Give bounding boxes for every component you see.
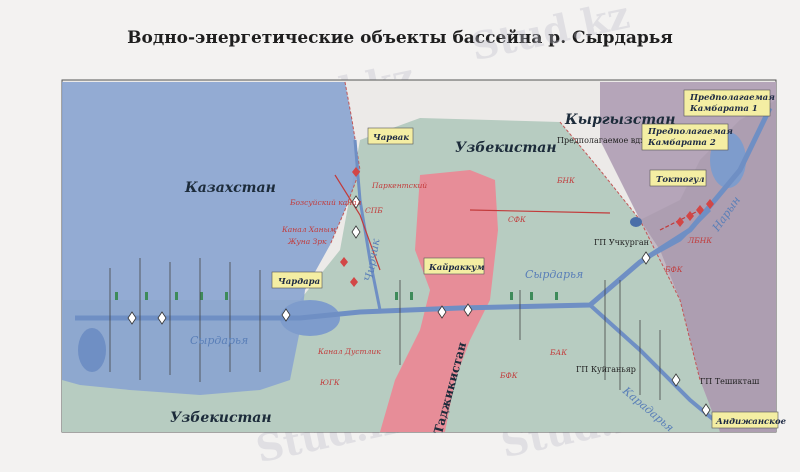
planned-reservoir-shape	[630, 217, 642, 227]
label-parkent-canal: Паркентский	[371, 181, 427, 190]
label-syrdarya-center: Сырдарья	[525, 268, 583, 281]
label-charvak: Чарвак	[373, 133, 409, 143]
label-uzbekistan-bottom: Узбекистан	[170, 410, 272, 426]
label-dustlik-canal: Канал Дустлик	[317, 347, 381, 356]
label-andijan: Андижанское	[715, 417, 787, 427]
label-bak-canal: БАК	[549, 348, 567, 357]
label-zhuna-canal: Жуна Зрк	[287, 237, 327, 246]
label-teshiktash-station: ГП Тешикташ	[700, 377, 760, 386]
dam-markers	[127, 195, 711, 417]
reservoir-box-toktogul: Токтогул	[649, 169, 707, 187]
reservoir-box-andijan: Андижанское	[711, 411, 787, 429]
naryn-river-line	[639, 208, 712, 264]
region-kyrgyzstan-shade	[640, 100, 776, 432]
label-chardara: Чардара	[278, 277, 320, 287]
label-yugk-canal: ЮГК	[319, 378, 340, 387]
label-bfk-canal-bottom: БФК	[499, 371, 518, 380]
label-uzbekistan-top: Узбекистан	[455, 140, 557, 156]
label-bfk-canal-right: БФК	[664, 265, 683, 274]
border-line	[329, 81, 361, 246]
label-syrdarya-left: Сырдарья	[190, 334, 248, 347]
label-khanym-canal: Канал Ханым	[281, 225, 336, 234]
label-planned-reservoir: Предполагаемое вдхр.	[557, 136, 652, 145]
label-kairakkum: Кайраккум	[428, 262, 485, 273]
canal-line	[334, 174, 381, 271]
label-uchkurgan-station: ГП Учкурган	[594, 238, 649, 247]
label-bozsu-canal: Бозсуйский канал	[289, 198, 362, 207]
canal-line	[469, 209, 611, 214]
label-kazakhstan: Казахстан	[184, 180, 276, 196]
map-title: Водно-энергетические объекты бассейна р.…	[127, 28, 673, 48]
reservoir-box-charvak: Чарвак	[367, 127, 414, 145]
label-bnk-canal: БНК	[556, 176, 575, 185]
cascade-dams	[340, 167, 714, 287]
reservoir-box-chardara: Чардара	[271, 271, 323, 289]
flow-arrows	[109, 258, 661, 400]
label-sfk-canal: СФК	[508, 215, 526, 224]
label-lbnk-canal: ЛБНК	[687, 236, 712, 245]
reservoir-box-kairakkum: Кайраккум	[423, 257, 485, 275]
aral-lake	[78, 328, 106, 372]
region-tajikistan	[380, 170, 498, 432]
label-toktogul: Токтогул	[656, 175, 705, 185]
intake-marks	[115, 292, 558, 300]
canal-line	[659, 209, 701, 231]
label-kuyganyar-station: ГП Куйганьяр	[576, 365, 636, 374]
label-sib-canal: СПБ	[365, 206, 383, 215]
